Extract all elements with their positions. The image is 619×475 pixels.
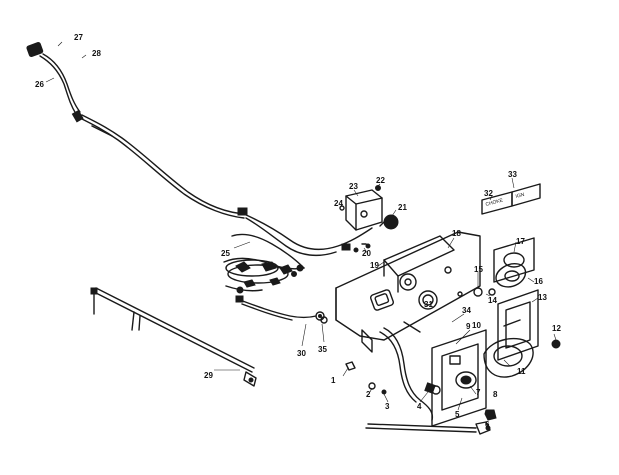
callout-26: 26 bbox=[35, 80, 44, 89]
callout-11: 11 bbox=[517, 367, 526, 376]
callout-29: 29 bbox=[204, 371, 213, 380]
callout-35: 35 bbox=[318, 345, 327, 354]
callout-19: 19 bbox=[370, 261, 379, 270]
callout-21: 21 bbox=[398, 203, 407, 212]
callout-34: 34 bbox=[462, 306, 471, 315]
callout-2: 2 bbox=[366, 390, 371, 399]
svg-text:CHOKE: CHOKE bbox=[485, 197, 504, 208]
key-switch-block bbox=[339, 185, 399, 253]
callout-10: 10 bbox=[472, 321, 481, 330]
battery-lead bbox=[345, 327, 491, 435]
switch-assembly bbox=[431, 237, 561, 427]
callout-33: 33 bbox=[508, 170, 517, 179]
dash-panel bbox=[335, 231, 481, 353]
long-battery-cable bbox=[90, 287, 257, 387]
callout-28: 28 bbox=[92, 49, 101, 58]
callout-4: 4 bbox=[417, 402, 422, 411]
callout-3: 3 bbox=[385, 402, 390, 411]
callout-1: 1 bbox=[331, 376, 336, 385]
callout-17: 17 bbox=[516, 237, 525, 246]
callout-24: 24 bbox=[334, 199, 343, 208]
callout-13: 13 bbox=[538, 293, 547, 302]
callout-9: 9 bbox=[466, 322, 471, 331]
callout-23: 23 bbox=[349, 182, 358, 191]
callout-15: 15 bbox=[474, 265, 483, 274]
callout-12: 12 bbox=[552, 324, 561, 333]
callout-labels: 1 2 3 4 5 6 7 8 9 10 11 12 13 14 15 16 1… bbox=[35, 33, 561, 429]
callout-14: 14 bbox=[488, 296, 497, 305]
callout-16: 16 bbox=[534, 277, 543, 286]
callout-32: 32 bbox=[484, 189, 493, 198]
svg-text:IGN: IGN bbox=[515, 192, 526, 200]
leader-lines bbox=[45, 41, 557, 418]
callout-8: 8 bbox=[493, 390, 498, 399]
callout-25: 25 bbox=[221, 249, 230, 258]
callout-5: 5 bbox=[455, 410, 460, 419]
callout-31: 31 bbox=[424, 300, 433, 309]
callout-18: 18 bbox=[452, 229, 461, 238]
callout-7: 7 bbox=[476, 388, 481, 397]
ground-lead bbox=[235, 295, 328, 324]
main-wiring-harness bbox=[26, 42, 373, 257]
callout-6: 6 bbox=[485, 420, 490, 429]
callout-22: 22 bbox=[376, 176, 385, 185]
decals: CHOKE IGN bbox=[481, 183, 541, 215]
callout-30: 30 bbox=[297, 349, 306, 358]
callout-20: 20 bbox=[362, 249, 371, 258]
callout-27: 27 bbox=[74, 33, 83, 42]
connector-harness-cluster bbox=[223, 233, 351, 294]
